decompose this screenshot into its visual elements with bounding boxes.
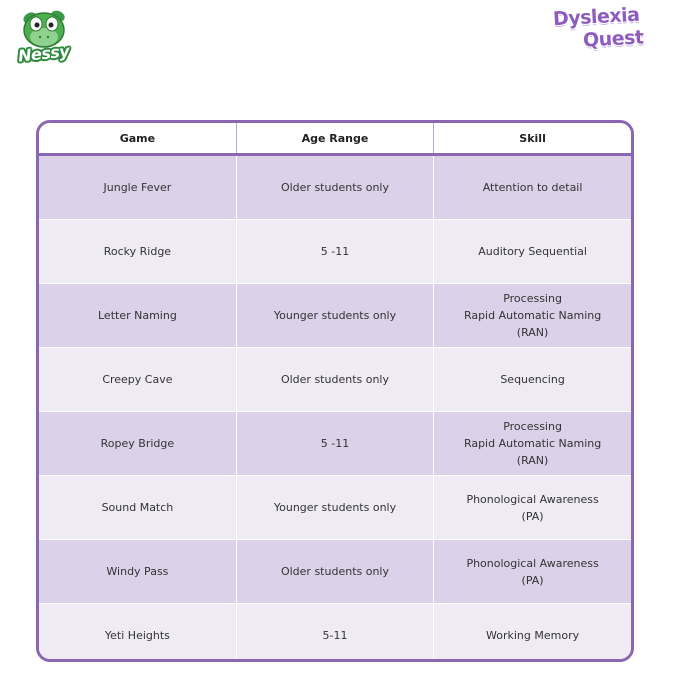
cell-game: Letter Naming <box>39 283 237 348</box>
cell-age-range: Younger students only <box>236 475 435 540</box>
cell-game: Ropey Bridge <box>39 411 237 476</box>
cell-game: Windy Pass <box>39 539 237 604</box>
cell-skill: Phonological Awareness (PA) <box>433 539 631 604</box>
column-header-age-range: Age Range <box>236 123 435 156</box>
cell-skill: Sequencing <box>433 347 631 412</box>
skill-line: Phonological Awareness <box>466 492 599 506</box>
cell-skill: Phonological Awareness (PA) <box>433 475 631 540</box>
skill-line: Rapid Automatic Naming <box>463 309 602 322</box>
cell-age-range: 5 -11 <box>236 411 435 476</box>
cell-game: Rocky Ridge <box>39 219 237 284</box>
skill-line: Rapid Automatic Naming <box>463 437 602 450</box>
cell-age-range: Younger students only <box>236 283 435 348</box>
skill-line: Processing <box>503 292 562 305</box>
nessy-logo-text: Nessy <box>17 41 71 66</box>
skill-line: (RAN) <box>516 454 549 467</box>
skill-line: (PA) <box>521 573 544 587</box>
dyslexia-quest-logo: Dyslexia Quest <box>552 4 657 54</box>
skill-line: Working Memory <box>486 629 580 642</box>
dyslexia-quest-logo-line2: Quest <box>582 26 645 52</box>
cell-skill: Attention to detail <box>433 154 631 220</box>
cell-game: Jungle Fever <box>39 154 237 220</box>
cell-age-range: Older students only <box>236 539 435 604</box>
cell-game: Creepy Cave <box>39 347 237 412</box>
skill-line: Processing <box>503 420 562 433</box>
cell-game: Yeti Heights <box>39 603 237 659</box>
cell-age-range: Older students only <box>236 154 435 220</box>
skill-line: Attention to detail <box>482 181 583 194</box>
cell-game: Sound Match <box>39 475 237 540</box>
cell-age-range: 5-11 <box>236 603 435 659</box>
skill-line: Sequencing <box>500 373 565 386</box>
table-header-row: Game Age Range Skill <box>39 123 631 156</box>
skill-line: (PA) <box>521 509 544 523</box>
skill-line: Phonological Awareness <box>466 556 599 570</box>
skill-line: (RAN) <box>516 326 549 339</box>
nessy-logo: Nessy <box>14 6 84 68</box>
cell-age-range: Older students only <box>236 347 435 412</box>
column-header-game: Game <box>39 123 237 156</box>
nessy-mascot-icon <box>23 10 65 48</box>
cell-skill: Working Memory <box>433 603 631 659</box>
cell-age-range: 5 -11 <box>236 219 435 284</box>
column-header-skill: Skill <box>433 123 631 156</box>
skill-line: Auditory Sequential <box>478 245 587 258</box>
cell-skill: Auditory Sequential <box>433 219 631 284</box>
